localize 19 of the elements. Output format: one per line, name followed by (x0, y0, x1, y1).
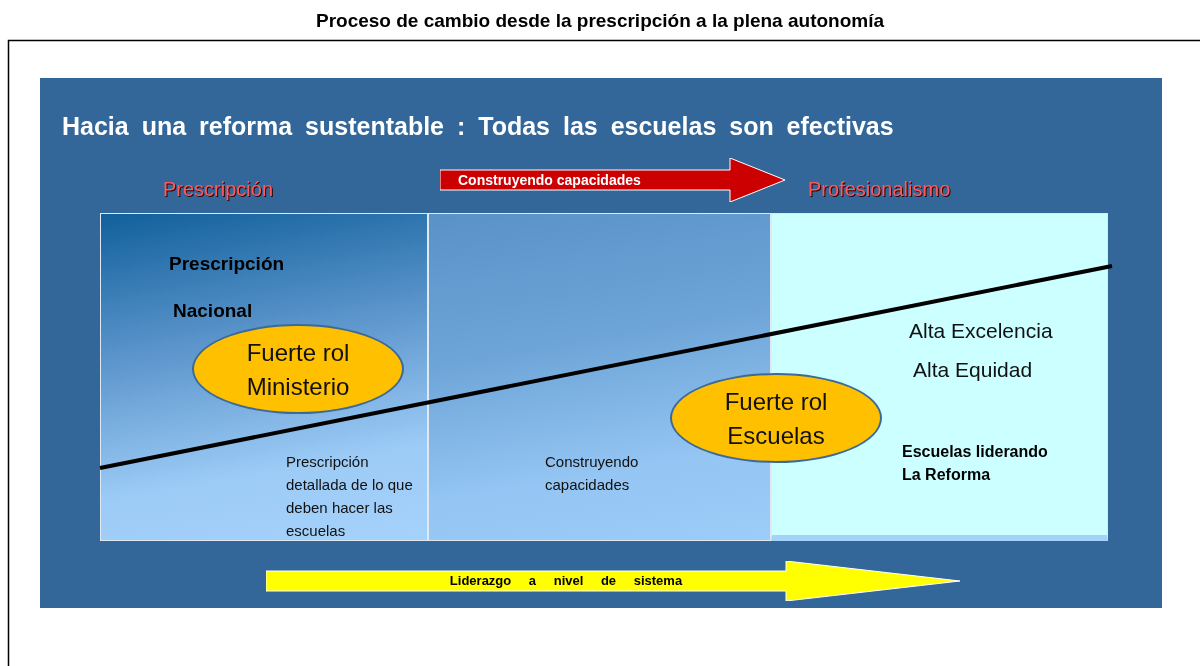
description: Prescripción detallada de lo que deben hacer las escuelas (286, 452, 414, 541)
heading: Hacia una reforma sustentable : Todas las escuelas son efectivas (62, 111, 894, 141)
oval-label: Fuerte rol Escuelas (723, 387, 829, 451)
oval-label: Fuerte rol Ministerio (245, 338, 351, 402)
note: Alta Excelencia (909, 318, 1053, 344)
stage-label: Prescripción (163, 178, 274, 201)
description: Construyendo capacidades (545, 452, 640, 495)
stage-panel (100, 213, 428, 541)
note: Alta Equidad (913, 357, 1033, 383)
block-arrow (440, 158, 785, 202)
note: Escuelas liderando La Reforma (902, 442, 1049, 485)
arrow-label: Construyendo capacidades (458, 171, 641, 190)
arrow-label: Liderazgo a nivel de sistema (448, 572, 684, 590)
background-panel (40, 78, 1162, 608)
block-arrow (266, 561, 960, 601)
heading: Prescripción (169, 252, 285, 276)
title: Proceso de cambio desde la prescripción a la plena autonomía (314, 10, 886, 32)
stage-label: Profesionalismo (808, 178, 951, 201)
heading: Nacional (173, 299, 253, 323)
